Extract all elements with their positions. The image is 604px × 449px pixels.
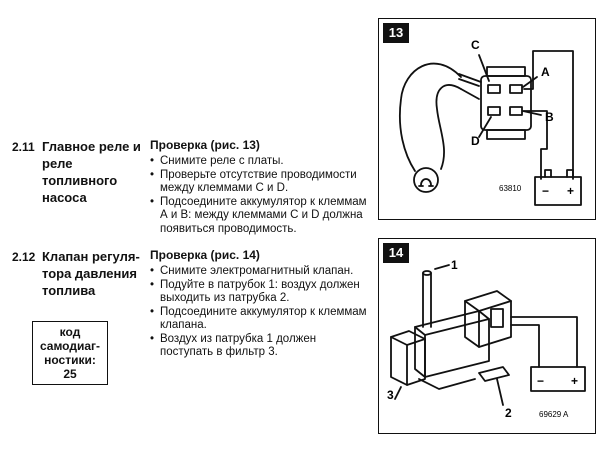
- step-item: Подсоедините аккумулятор к клеммам А и В…: [150, 196, 370, 237]
- step-item: Снимите реле с платы.: [150, 155, 370, 169]
- callout-label: 1: [451, 258, 458, 272]
- check-procedure: Проверка (рис. 13) Снимите реле с платы.…: [150, 138, 370, 236]
- title-line: Главное реле и: [42, 139, 141, 154]
- title-line: Клапан регуля-: [42, 249, 140, 264]
- title-line: насоса: [42, 190, 87, 205]
- check-procedure: Проверка (рис. 14) Снимите электромагнит…: [150, 248, 368, 360]
- filter-3: [390, 330, 426, 386]
- valve-wiring-diagram: 1 2 3 − + 69629 A: [387, 258, 586, 420]
- title-line: тора давления: [42, 266, 137, 281]
- pipe-1: [422, 272, 432, 328]
- battery-minus-label: −: [537, 374, 544, 388]
- figure-ref-code: 69629 A: [539, 410, 569, 419]
- pipe-2: [478, 366, 510, 382]
- terminal-label: D: [471, 134, 480, 148]
- terminal-label: B: [545, 110, 554, 124]
- figure-label: 14: [383, 243, 409, 263]
- step-list: Снимите реле с платы. Проверьте отсутств…: [150, 155, 370, 236]
- battery-wire: [510, 316, 578, 368]
- section-title: Главное реле и реле топливного насоса: [42, 138, 150, 206]
- step-item: Снимите электромагнитный клапан.: [150, 265, 368, 279]
- step-item: Подсоедините аккумулятор к клеммам клапа…: [150, 306, 368, 333]
- ohmmeter-lead: [435, 84, 462, 170]
- step-item: Воздух из патрубка 1 должен поступать в …: [150, 333, 368, 360]
- battery: [534, 176, 582, 206]
- battery: [530, 366, 586, 392]
- relay-wiring-diagram: C A B D − + 63810: [398, 38, 582, 206]
- terminal-label: A: [541, 65, 550, 79]
- figure-13-relay-diagram: 13: [378, 18, 596, 220]
- section-number: 2.12: [12, 250, 36, 264]
- subheading: Проверка (рис. 14): [150, 248, 260, 262]
- section-title: Клапан регуля- тора давления топлива: [42, 248, 150, 299]
- code-line: код самодиаг-: [39, 325, 101, 353]
- ohmmeter: [413, 167, 439, 193]
- diagnostic-code-box: код самодиаг- ностики: 25: [32, 321, 108, 385]
- terminal-c: [487, 84, 501, 94]
- callout-label: 2: [505, 406, 512, 420]
- title-line: реле топливного: [42, 156, 118, 188]
- step-item: Подуйте в патрубок 1: воздух должен выхо…: [150, 279, 368, 306]
- probe-c: [458, 73, 482, 87]
- code-line: ностики: 25: [44, 353, 96, 381]
- battery-plus-label: +: [567, 184, 574, 198]
- section-number: 2.11: [12, 140, 35, 154]
- battery-wire: [523, 110, 548, 180]
- battery-wire: [510, 324, 540, 368]
- valve-connector: [464, 290, 512, 348]
- battery-plus-label: +: [571, 374, 578, 388]
- battery-minus-label: −: [542, 184, 549, 198]
- figure-14-valve-diagram: 14: [378, 238, 596, 434]
- step-item: Проверьте отсутствие проводимости между …: [150, 169, 370, 196]
- step-list: Снимите электромагнитный клапан. Подуйте…: [150, 265, 368, 360]
- title-line: топлива: [42, 283, 96, 298]
- figure-ref-code: 63810: [499, 184, 522, 193]
- figure-label: 13: [383, 23, 409, 43]
- battery-wire: [523, 50, 574, 180]
- terminal-label: C: [471, 38, 480, 52]
- ohmmeter-lead: [398, 62, 462, 172]
- terminal-d: [487, 106, 501, 116]
- probe-d: [460, 88, 480, 100]
- terminal-b: [509, 106, 523, 116]
- callout-label: 3: [387, 388, 394, 402]
- subheading: Проверка (рис. 13): [150, 138, 260, 152]
- terminal-a: [509, 84, 523, 94]
